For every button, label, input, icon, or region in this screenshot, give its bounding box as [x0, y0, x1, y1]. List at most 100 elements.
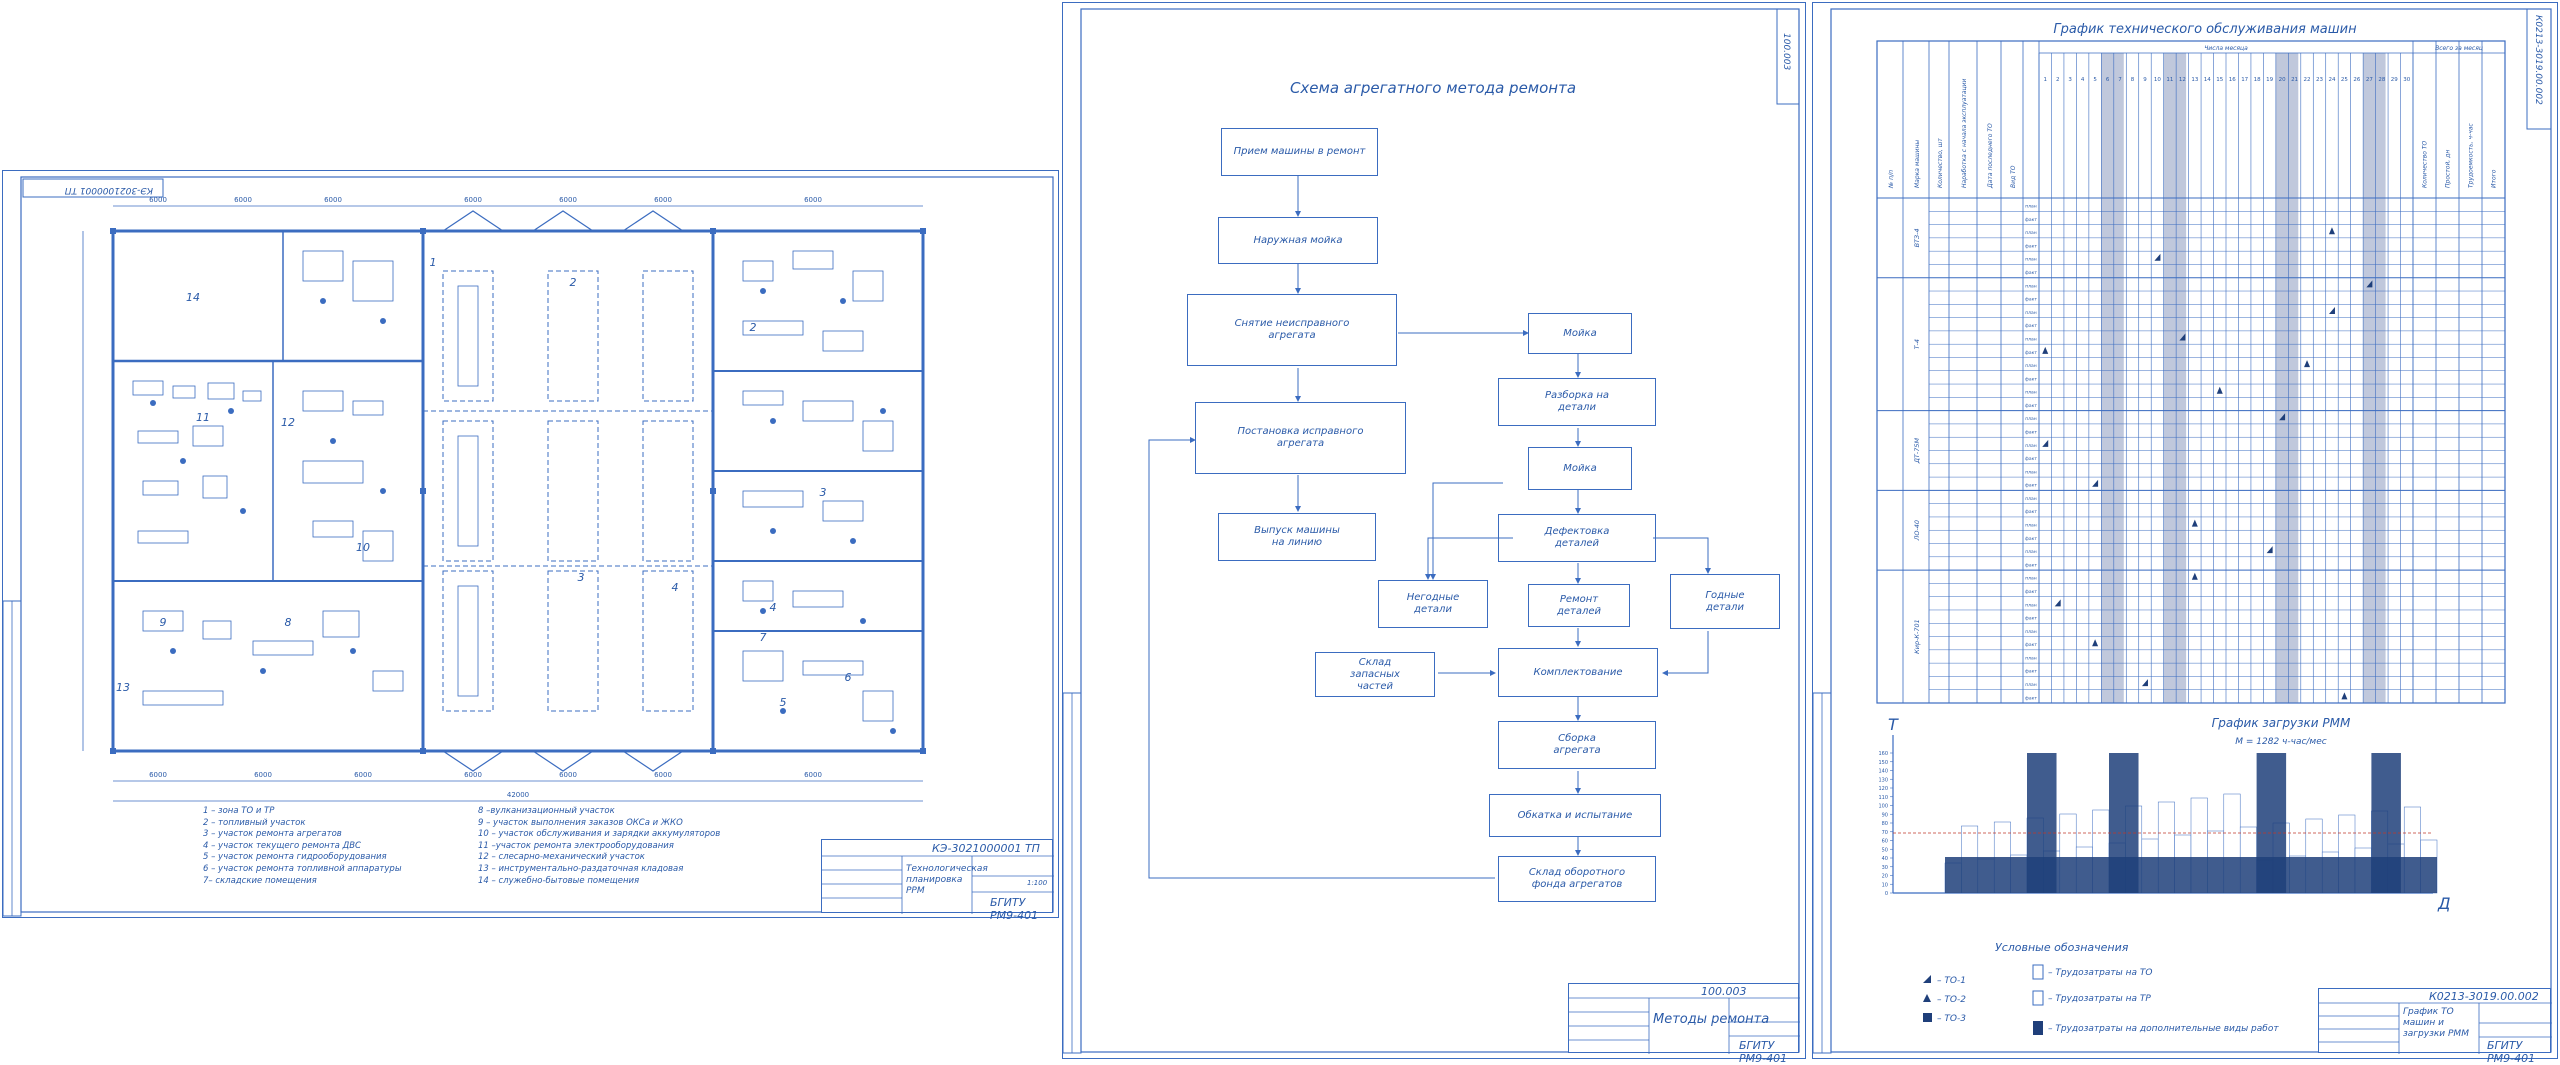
summary-col: Простой, дн — [2445, 150, 2452, 188]
row-code: план — [2025, 311, 2037, 316]
summary-col: Количество ТО — [2422, 141, 2429, 188]
row-code: план — [2025, 630, 2037, 635]
dim-bottom-4: 6000 — [464, 771, 482, 779]
row-code: план — [2025, 603, 2037, 608]
days-label: Числа месяца — [2204, 45, 2248, 52]
y-tick: 10 — [1882, 882, 1888, 888]
sheet3-title-block: К0213-3019.00.002 График ТО машин и загр… — [2318, 988, 2552, 1065]
legend-right-2: 9 – участок выполнения заказов ОКСа и ЖК… — [478, 817, 683, 828]
sheet2-title-block: 100.003 Методы ремонта БГИТУ РМ9-401 — [1568, 983, 1800, 1065]
y-tick: 50 — [1882, 847, 1888, 853]
row-code: план — [2025, 231, 2037, 236]
zone-12: 12 — [281, 416, 295, 429]
box-assembly: Сборка агрегата — [1498, 721, 1656, 769]
box-run-in: Обкатка и испытание — [1489, 794, 1661, 837]
day-number: 22 — [2304, 77, 2311, 83]
day-number: 19 — [2266, 77, 2273, 83]
row-code: план — [2025, 656, 2037, 661]
to-marker — [2266, 546, 2273, 554]
box-good-parts: Годные детали — [1670, 574, 1780, 629]
floor-plan-drawing: 6000 6000 6000 6000 6000 6000 6000 6000 … — [3, 176, 1054, 917]
row-code: факт — [2025, 483, 2037, 489]
dim-bottom-5: 6000 — [559, 771, 577, 779]
zone-3: 3 — [820, 486, 827, 499]
table-header-col: Вид ТО — [2010, 165, 2017, 188]
zone-14: 14 — [186, 291, 200, 304]
row-code: план — [2025, 258, 2037, 263]
box-disassembly: Разборка на детали — [1498, 378, 1656, 426]
row-code: факт — [2025, 403, 2037, 409]
maintenance-schedule-drawing: График технического обслуживания машин №… — [1813, 8, 2552, 1054]
sheet3-stamp-title: График ТО машин и загрузки РММ — [2403, 1007, 2469, 1039]
row-code: план — [2025, 391, 2037, 396]
row-code: план — [2025, 550, 2037, 555]
y-tick: 130 — [1878, 777, 1888, 783]
zone-11: 11 — [196, 411, 210, 424]
box-wash-2: Мойка — [1528, 447, 1632, 490]
legend-right: 8 –вулканизационный участок 9 – участок … — [478, 806, 720, 887]
zone-6: 6 — [845, 671, 852, 684]
y-tick: 60 — [1882, 839, 1888, 845]
cost-to-swatch — [2032, 964, 2044, 980]
legend-right-1: 8 –вулканизационный участок — [478, 806, 615, 816]
row-code: факт — [2025, 456, 2037, 462]
shaded-day-column — [2363, 53, 2386, 703]
row-code: план — [2025, 470, 2037, 475]
day-number: 20 — [2279, 77, 2286, 83]
to-marker — [2191, 572, 2198, 580]
row-code: факт — [2025, 509, 2037, 515]
row-code: план — [2025, 444, 2037, 449]
shaded-day-column — [2101, 53, 2124, 703]
dim-bottom-2: 6000 — [254, 771, 272, 779]
machine-group: Т-4 — [1913, 339, 1921, 349]
legend-right-5: 12 – слесарно-механический участок — [478, 852, 645, 863]
sheet2-stamp-grid — [1569, 997, 1800, 1054]
zone-7: 7 — [760, 631, 767, 644]
to-marker — [2092, 639, 2099, 647]
to-marker — [2279, 413, 2286, 421]
day-number: 21 — [2291, 77, 2298, 83]
zone-post-4: 4 — [672, 581, 679, 594]
day-number: 12 — [2179, 77, 2186, 83]
machine-group: ЛО-40 — [1913, 520, 1921, 542]
dim-bottom-6: 6000 — [654, 771, 672, 779]
day-number: 5 — [2093, 77, 2097, 83]
legend-right-4: 11 –участок ремонта электрооборудования — [478, 840, 674, 851]
box-install-unit: Постановка исправного агрегата — [1195, 402, 1406, 474]
y-tick: 150 — [1878, 760, 1888, 766]
legend-cost-to: – Трудозатраты на ТО — [2048, 968, 2152, 978]
box-remove-unit: Снятие неисправного агрегата — [1187, 294, 1397, 366]
row-code: план — [2025, 364, 2037, 369]
sheet3-stamp-grid — [2319, 1002, 2552, 1054]
row-code: план — [2025, 497, 2037, 502]
row-code: факт — [2025, 243, 2037, 249]
day-number: 8 — [2131, 77, 2135, 83]
to-marker — [2191, 519, 2198, 527]
dim-total: 42000 — [507, 791, 529, 799]
dim-top-7: 6000 — [804, 196, 822, 204]
summary-col: Итого — [2491, 169, 2498, 188]
sheet2-stamp-code: 100.003 — [1701, 985, 1747, 998]
legend-left-6: 6 – участок ремонта топливной аппаратуры — [203, 863, 402, 874]
machine-group: Кир-К-701 — [1913, 619, 1921, 654]
box-intake: Прием машины в ремонт — [1221, 128, 1378, 176]
schedule-title: График технического обслуживания машин — [2053, 22, 2357, 37]
legend-cost-tr: – Трудозатраты на ТР — [2048, 994, 2151, 1004]
sheet-floor-plan: 6000 6000 6000 6000 6000 6000 6000 6000 … — [2, 170, 1059, 922]
box-defect: Дефектовка деталей — [1498, 514, 1656, 562]
day-number: 25 — [2341, 77, 2348, 83]
legend-right-6: 13 – инструментально-раздаточная кладова… — [478, 863, 684, 874]
day-number: 9 — [2143, 77, 2147, 83]
day-number: 29 — [2391, 77, 2398, 83]
to-marker — [2179, 333, 2186, 341]
y-tick: 160 — [1878, 751, 1888, 757]
sheet1-stamp-scale: 1:100 — [1027, 879, 1048, 887]
shaded-day-column — [2163, 53, 2187, 703]
row-code: факт — [2025, 562, 2037, 568]
legend-title: Условные обозначения — [1995, 941, 2129, 954]
cost-tr-swatch — [2032, 990, 2044, 1006]
dim-bottom-7: 6000 — [804, 771, 822, 779]
row-code: факт — [2025, 536, 2037, 542]
